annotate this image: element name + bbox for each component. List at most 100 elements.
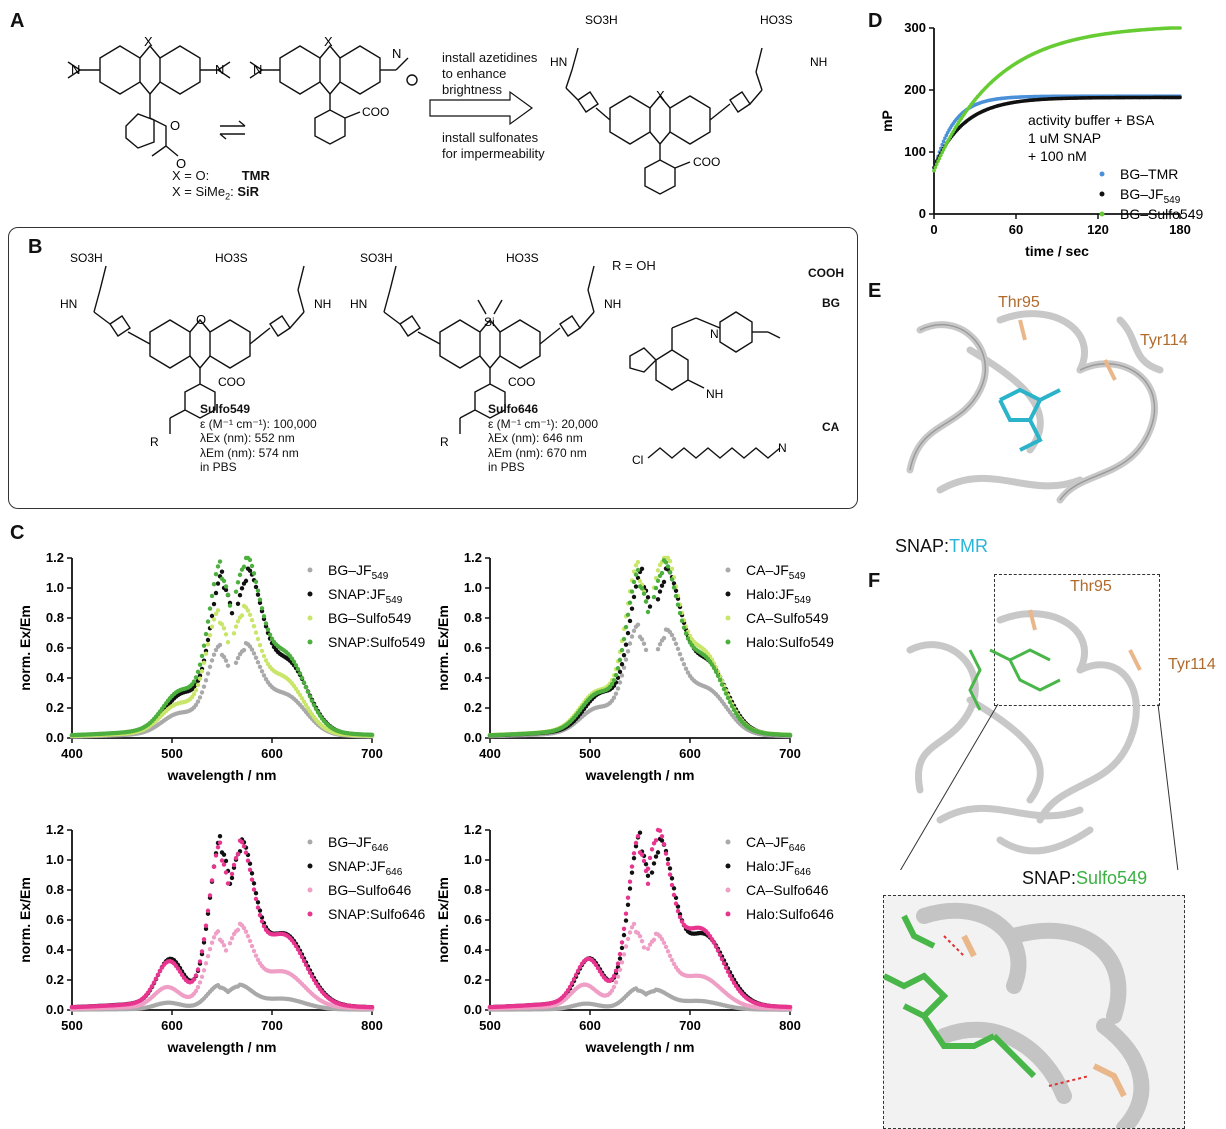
ho3s-a: HO3S [760, 13, 793, 27]
atom-x-2: X [324, 34, 333, 49]
chart-c1-point [199, 668, 205, 674]
chart-c2-point [787, 732, 793, 738]
chart-c2-point [685, 636, 691, 641]
chart-c2-legend-label: Halo:Sulfo549 [746, 634, 834, 650]
chart-c3-point [369, 1005, 375, 1010]
chart-c4-point [721, 961, 727, 966]
chart-c4-y-tick-label: 0.0 [464, 1002, 482, 1017]
chart-d-x-tick-label: 0 [930, 222, 937, 237]
chart-c2-point [615, 686, 621, 691]
chart-c1-point [263, 621, 269, 626]
chart-c3-point [211, 935, 217, 940]
chart-c2-point [647, 604, 653, 609]
chart-c1-point [247, 612, 253, 618]
chart-c3-point [207, 893, 213, 898]
chart-c3-y-tick-label: 0.0 [46, 1002, 64, 1017]
chart-c2-point [619, 662, 625, 667]
chart-c3-point [255, 957, 261, 962]
chart-c4-point [667, 866, 673, 871]
chart-c1-point [301, 699, 307, 704]
chart-c2-point [673, 588, 679, 593]
tyr114-label-f: Tyr114 [1168, 656, 1216, 673]
chart-c3-point [229, 875, 235, 881]
chart-c4-legend-label: Halo:JF646 [746, 858, 811, 878]
chart-c1-point [251, 571, 257, 576]
chart-c4-point [641, 945, 647, 950]
sulfonated-dye-structure [565, 47, 763, 195]
nh-a: NH [810, 55, 827, 69]
chart-c3-point [241, 925, 247, 931]
chart-c4-point [637, 933, 643, 939]
chart-c4-point [659, 834, 665, 839]
chart-c4-point [667, 953, 673, 958]
chart-c4-point [653, 854, 659, 859]
chart-d-point [1178, 26, 1182, 30]
chart-c4-y-tick-label: 0.8 [464, 882, 482, 897]
chart-c2-point [613, 672, 619, 678]
chart-c4-point [679, 919, 685, 924]
chart-d-legend-marker [1099, 171, 1105, 177]
chart-c4-legend-marker [725, 863, 731, 869]
chart-c1-legend-label: SNAP:JF549 [328, 586, 403, 606]
chart-c1-point [253, 579, 259, 584]
chart-c3-y-label: norm. Ex/Em [20, 877, 33, 963]
chart-c3-point [253, 896, 259, 902]
chart-c2-point [683, 631, 689, 636]
chart-c2-point [715, 673, 721, 678]
ho3s-b1: HO3S [215, 251, 248, 265]
chart-c3-point [247, 867, 253, 873]
chart-c3-point [225, 881, 231, 886]
chart-c1-point [225, 663, 231, 668]
chart-c4-point [715, 948, 721, 953]
chart-c4-point [635, 930, 641, 936]
chart-c2-point [673, 641, 679, 646]
chart-c2-point [617, 657, 623, 663]
chart-c2-point [623, 624, 629, 630]
chart-c1-point [207, 606, 213, 611]
chart-c2-point [677, 651, 683, 657]
chart-c1-point [309, 698, 315, 703]
chart-c2-point [619, 647, 625, 653]
chart-c2-point [667, 570, 673, 575]
chart-c1-point [237, 572, 243, 578]
chart-c1-point [193, 702, 199, 708]
chart-c2-point [655, 578, 661, 584]
chart-c1-point [295, 666, 301, 672]
chart-c2-point [655, 597, 661, 602]
chart-c4-point [655, 850, 661, 855]
chart-c1-point [203, 651, 209, 656]
chart-c1-point [211, 617, 217, 622]
chart-c1-point [239, 586, 245, 591]
chart-c3-point [299, 954, 305, 960]
chart-c2-point [683, 666, 689, 671]
protein-structure-e [906, 310, 1164, 504]
chart-c3-point [249, 877, 255, 882]
chart-c4-point [631, 856, 637, 861]
chart-c4-point [637, 830, 643, 835]
chart-c1-point [305, 689, 311, 695]
chart-c3-point [231, 862, 237, 868]
chart-c1-point [227, 603, 233, 608]
atom-n-2: N [215, 62, 224, 77]
chart-c1-point [223, 658, 229, 663]
chart-c3-point [205, 908, 211, 913]
chart-c1-point [235, 655, 241, 661]
chart-c4-point [625, 895, 631, 900]
chart-c4-point [659, 936, 665, 942]
chart-c1-point [233, 589, 239, 594]
chart-c1-x-tick-label: 400 [61, 746, 83, 761]
chart-c2-point [645, 595, 651, 600]
chart-c1-point [217, 642, 223, 648]
chart-c2-point [621, 665, 627, 670]
reaction-arrow [429, 90, 534, 126]
chart-d-point [936, 159, 940, 164]
chart-c1-point [231, 631, 237, 636]
chart-c4-y-tick-label: 0.4 [464, 942, 483, 957]
chart-c2-point [629, 634, 635, 639]
chart-c2-legend-marker [725, 639, 731, 645]
chart-c2-point [621, 636, 627, 642]
chart-c1-point [211, 601, 217, 607]
chart-c2-y-tick-label: 1.2 [464, 550, 482, 565]
chart-c3-legend-label: SNAP:Sulfo646 [328, 906, 425, 922]
